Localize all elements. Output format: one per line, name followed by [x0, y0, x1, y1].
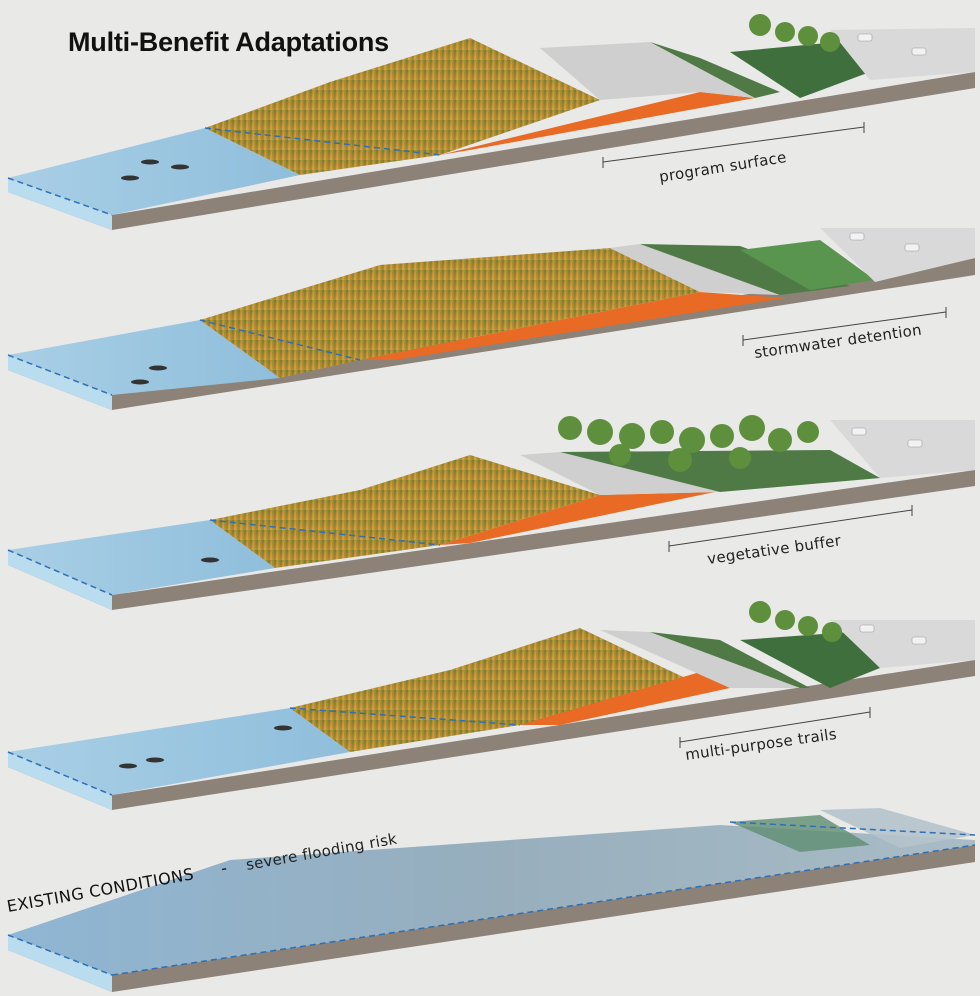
kayaks [119, 725, 292, 769]
trail-surface [600, 630, 800, 688]
panel-existing-conditions: EXISTING CONDITIONS - severe flooding ri… [5, 808, 976, 992]
kayaks [201, 557, 219, 563]
kayaks [131, 365, 167, 385]
dimension-line [742, 307, 947, 346]
water-surface [8, 128, 300, 215]
water-front-face [8, 178, 112, 230]
grass-slope [650, 42, 780, 98]
shoreline-dash [7, 549, 113, 596]
water-front-face [8, 935, 112, 992]
panel-label: program surface [658, 148, 788, 186]
submerged-road [820, 808, 975, 848]
shoreline-dash [7, 177, 113, 216]
plaza-surface [540, 42, 755, 100]
flood-dash [729, 821, 976, 836]
road-surface [830, 420, 975, 478]
panel-stormwater-detention: stormwater detention [7, 228, 975, 410]
path-surface [610, 244, 780, 295]
shoreline-dash [199, 319, 361, 361]
trees [749, 601, 842, 642]
marsh-surface [205, 38, 600, 175]
water-surface [8, 320, 280, 395]
cars [857, 33, 927, 56]
marsh-surface [210, 455, 600, 568]
marsh-surface [290, 628, 700, 752]
levee-core [520, 672, 730, 725]
panel-multi-purpose-trails: multi-purpose trails [7, 601, 975, 810]
dimension-line [668, 505, 913, 552]
upland-grass [740, 632, 880, 688]
trees [558, 415, 819, 472]
panel-vegetative-buffer: vegetative buffer [7, 415, 975, 610]
flood-surface [8, 825, 975, 975]
dimension-line [679, 707, 871, 748]
water-surface [8, 708, 350, 795]
panel-label: multi-purpose trails [684, 725, 838, 764]
existing-label-dash: - [219, 858, 228, 878]
panel-label: vegetative buffer [706, 531, 843, 568]
levee-core [440, 92, 755, 155]
marsh-surface [200, 248, 700, 378]
levee-core [440, 492, 715, 545]
cars [859, 624, 927, 645]
cars [851, 427, 923, 448]
path-surface [520, 452, 720, 495]
shoreline-dash [289, 707, 521, 726]
road-surface [820, 228, 975, 282]
page-title: Multi-Benefit Adaptations [68, 27, 389, 57]
shoreline-dash [7, 354, 113, 396]
dimension-line [602, 122, 865, 168]
shoreline-dash [7, 751, 113, 796]
flood-dash [111, 844, 976, 976]
water-front-face [8, 752, 112, 810]
panel-program-surface: program surface [7, 14, 975, 230]
grass-slope [650, 632, 810, 688]
shoreline-dash [209, 519, 441, 546]
flood-dash [7, 934, 113, 976]
grass-surface [560, 450, 880, 492]
cars [849, 232, 920, 252]
kayaks [121, 159, 189, 181]
water-front-face [8, 550, 112, 610]
levee-core [360, 292, 785, 360]
upland-grass [730, 40, 870, 98]
detention-basin [740, 240, 875, 290]
water-front-face [8, 355, 112, 410]
water-surface [8, 520, 275, 595]
trees [749, 14, 840, 52]
